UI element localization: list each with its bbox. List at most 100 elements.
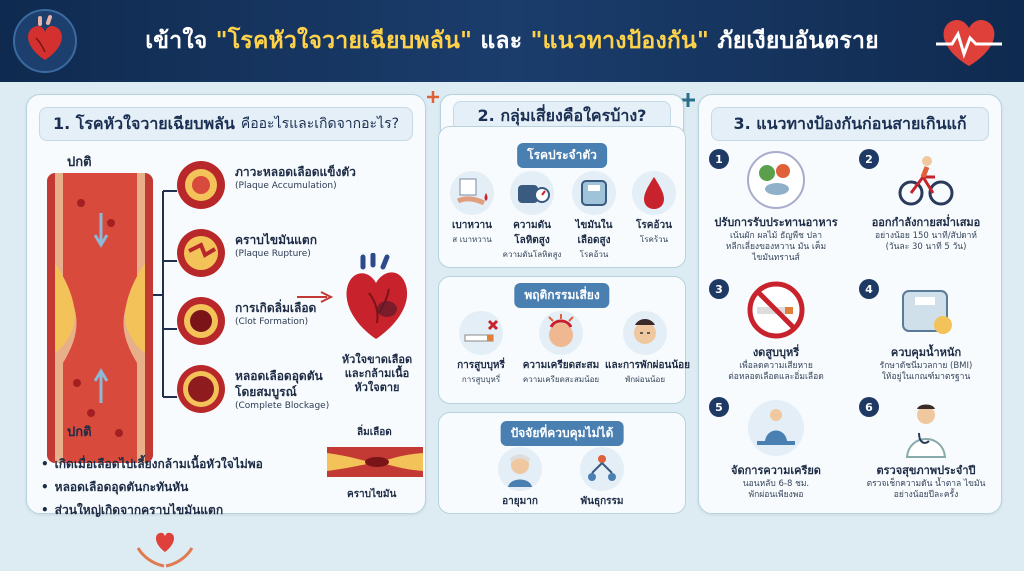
- stage-plaque-accumulation: ภาวะหลอดเลือดแข็งตัว (Plaque Accumulatio…: [175, 159, 356, 217]
- complete-blockage-icon: [177, 365, 225, 413]
- risk-category-pill: ปัจจัยที่ควบคุมไม่ได้: [500, 421, 624, 446]
- tired-person-icon: [623, 311, 667, 355]
- risk-uncontrollable: ปัจจัยที่ควบคุมไม่ได้ อายุมาก พันธุกรรม: [438, 412, 686, 514]
- stage-connector-lines: [153, 190, 177, 398]
- stressed-head-icon: [539, 311, 583, 355]
- scale-tape-measure-icon: [895, 279, 957, 341]
- plaque-label: คราบไขมัน: [347, 489, 397, 500]
- section-heading-main: 3. แนวทางป้องกันก่อนสายเกินแก้: [733, 113, 967, 133]
- tip-desc-line: พักผ่อนเพียงพอ: [748, 490, 804, 500]
- heart-caption-line: และกล้ามเนื้อ: [344, 367, 410, 380]
- title-highlight-disease: "โรคหัวใจวายเฉียบพลัน": [215, 28, 473, 54]
- risk-item-desc: การสูบบุหรี่: [461, 375, 501, 384]
- risk-item-hypertension: ความดัน โลหิตสูง ความดันโลหิตสูง: [501, 171, 563, 261]
- heart-caption-line: หัวใจขาดเลือด: [341, 353, 413, 366]
- risk-category-pill: พฤติกรรมเสี่ยง: [514, 283, 610, 308]
- risk-category-pill: โรคประจำตัว: [517, 143, 607, 168]
- cigarette-icon: [459, 311, 503, 355]
- blocked-artery-icon: [327, 447, 423, 477]
- prevention-tip-weight: 4 ควบคุมน้ำหนัก รักษาดัชนีมวลกาย (BMI) ใ…: [851, 279, 1001, 383]
- artery-illustration: [47, 173, 153, 463]
- risk-item-smoking: การสูบบุหรี่ การสูบบุหรี่: [445, 311, 517, 386]
- tip-title: งดสูบบุหรี่: [752, 346, 800, 359]
- tip-desc-line: หลีกเลี่ยงของหวาน มัน เค็ม: [725, 242, 827, 252]
- stage-title: ภาวะหลอดเลือดแข็งตัว: [235, 165, 356, 179]
- risk-item-name: โรคอ้วน: [636, 220, 672, 231]
- section-heading: 3. แนวทางป้องกันก่อนสายเกินแก้: [711, 107, 989, 141]
- section-heading: 1. โรคหัวใจวายเฉียบพลัน คืออะไรและเกิดจา…: [39, 107, 413, 141]
- prevention-tip-diet: 1 ปรับการรับประทานอาหาร เน้นผัก ผลไม้ ธั…: [701, 149, 851, 264]
- artery-normal-label-bottom: ปกติ: [67, 425, 92, 440]
- clot-label: ลิ่มเลือด: [357, 427, 392, 438]
- risk-item-name-line2: เลือดสูง: [577, 235, 611, 246]
- plaque-accumulation-icon: [177, 161, 225, 209]
- tip-desc-line: ไขมันทรานส์: [752, 253, 800, 263]
- stage-title: การเกิดลิ่มเลือด: [235, 301, 317, 315]
- stage-subtitle: (Clot Formation): [235, 317, 309, 327]
- tip-desc-line: นอนหลับ 6-8 ชม.: [742, 479, 810, 489]
- hands-heart-icon: [136, 532, 194, 568]
- damaged-heart-icon: [346, 253, 408, 339]
- key-fact-item: หลอดเลือดอุดตันกะทันหัน: [41, 478, 341, 497]
- tip-number: 4: [859, 279, 879, 299]
- risk-behaviors: พฤติกรรมเสี่ยง การสูบบุหรี่ การสูบบุหรี่…: [438, 276, 691, 404]
- weight-scale-icon: [572, 171, 616, 215]
- risk-item-age: อายุมาก: [489, 447, 551, 509]
- tip-desc-line: ตรวจเช็กความดัน น้ำตาล ไขมัน: [866, 479, 986, 489]
- heart-organ-icon: [13, 9, 77, 73]
- clot-formation-icon: [177, 297, 225, 345]
- risk-item-desc: โรคอ้วน: [579, 250, 609, 259]
- meditation-icon: [745, 397, 807, 459]
- tip-title: จัดการความเครียด: [731, 464, 821, 477]
- blood-drop-finger-icon: [450, 171, 494, 215]
- heart-pulse-icon: [936, 19, 1002, 66]
- artery-normal-label-top: ปกติ: [67, 155, 92, 170]
- stage-subtitle: (Plaque Rupture): [235, 249, 311, 259]
- section-what-is-heart-attack: 1. โรคหัวใจวายเฉียบพลัน คืออะไรและเกิดจา…: [26, 94, 427, 517]
- title-highlight-prevention: "แนวทางป้องกัน": [530, 28, 710, 54]
- page-title: เข้าใจ "โรคหัวใจวายเฉียบพลัน" และ "แนวทา…: [145, 23, 879, 59]
- tip-number: 5: [709, 397, 729, 417]
- cycling-person-icon: [895, 149, 957, 211]
- tip-desc-line: รักษาดัชนีมวลกาย (BMI): [879, 361, 973, 371]
- plaque-rupture-icon: [177, 229, 225, 277]
- risk-item-genetics: พันธุกรรม: [571, 447, 633, 509]
- header-banner: เข้าใจ "โรคหัวใจวายเฉียบพลัน" และ "แนวทา…: [0, 0, 1024, 82]
- key-fact-item: ส่วนใหญ่เกิดจากคราบไขมันแตก: [41, 501, 341, 520]
- tip-desc-line: อย่างน้อย 150 นาที/สัปดาห์: [874, 231, 978, 241]
- section-prevention: 3. แนวทางป้องกันก่อนสายเกินแก้ 1 ปรับการ…: [698, 94, 1002, 514]
- stage-subtitle: (Plaque Accumulation): [235, 181, 337, 191]
- risk-item-name: และการพักผ่อนน้อย: [605, 360, 691, 371]
- heart-caption: หัวใจขาดเลือด และกล้ามเนื้อ หัวใจตาย: [327, 353, 427, 395]
- risk-item-sleep: และการพักผ่อนน้อย พักผ่อนน้อย: [605, 311, 691, 386]
- elderly-person-icon: [498, 447, 542, 491]
- blood-drop-icon: [632, 171, 676, 215]
- tip-desc-line: อย่างน้อยปีละครั้ง: [893, 490, 959, 500]
- risk-item-stress: ความเครียดสะสม ความเครียดสะสมน้อย: [519, 311, 603, 386]
- risk-item-name: พันธุกรรม: [580, 496, 624, 507]
- tip-desc-line: (วันละ 30 นาที 5 วัน): [885, 242, 967, 252]
- risk-item-name: อายุมาก: [502, 496, 538, 507]
- plus-decoration-icon: [427, 91, 439, 103]
- tip-title: ออกกำลังกายสม่ำเสมอ: [871, 216, 981, 229]
- prevention-tip-stress: 5 จัดการความเครียด นอนหลับ 6-8 ชม. พักผ่…: [701, 397, 851, 501]
- key-facts-list: เกิดเมื่อเลือดไปเลี้ยงกล้ามเนื้อหัวใจไม่…: [41, 455, 341, 524]
- risk-item-desc: โรคร้วน: [639, 235, 669, 244]
- tip-title: ควบคุมน้ำหนัก: [890, 346, 962, 359]
- risk-item-desc: ความเครียดสะสมน้อย: [522, 375, 600, 384]
- risk-item-desc: ความดันโลหิตสูง: [502, 250, 562, 259]
- prevention-tip-no-smoking: 3 งดสูบบุหรี่ เพื่อลดความเสียหาย ต่อหลอด…: [701, 279, 851, 383]
- tip-number: 1: [709, 149, 729, 169]
- prevention-tip-checkup: 6 ตรวจสุขภาพประจำปี ตรวจเช็กความดัน น้ำต…: [851, 397, 1001, 501]
- risk-item-desc: พักผ่อนน้อย: [624, 375, 666, 384]
- tip-desc-line: เพื่อลดความเสียหาย: [739, 361, 813, 371]
- title-part: และ: [472, 28, 531, 54]
- blood-pressure-gauge-icon: [510, 171, 554, 215]
- tip-number: 3: [709, 279, 729, 299]
- tip-desc-line: ต่อหลอดเลือดและอิ่มเลือด: [728, 372, 824, 382]
- risk-chronic-diseases: โรคประจำตัว เบาหวาน ส เบาหวาน ความดัน โล…: [438, 126, 686, 268]
- risk-item-name: ไขมันใน: [575, 220, 613, 231]
- family-tree-icon: [580, 447, 624, 491]
- section-heading-main: 2. กลุ่มเสี่ยงคือใครบ้าง?: [477, 105, 647, 125]
- title-part: เข้าใจ: [145, 28, 216, 54]
